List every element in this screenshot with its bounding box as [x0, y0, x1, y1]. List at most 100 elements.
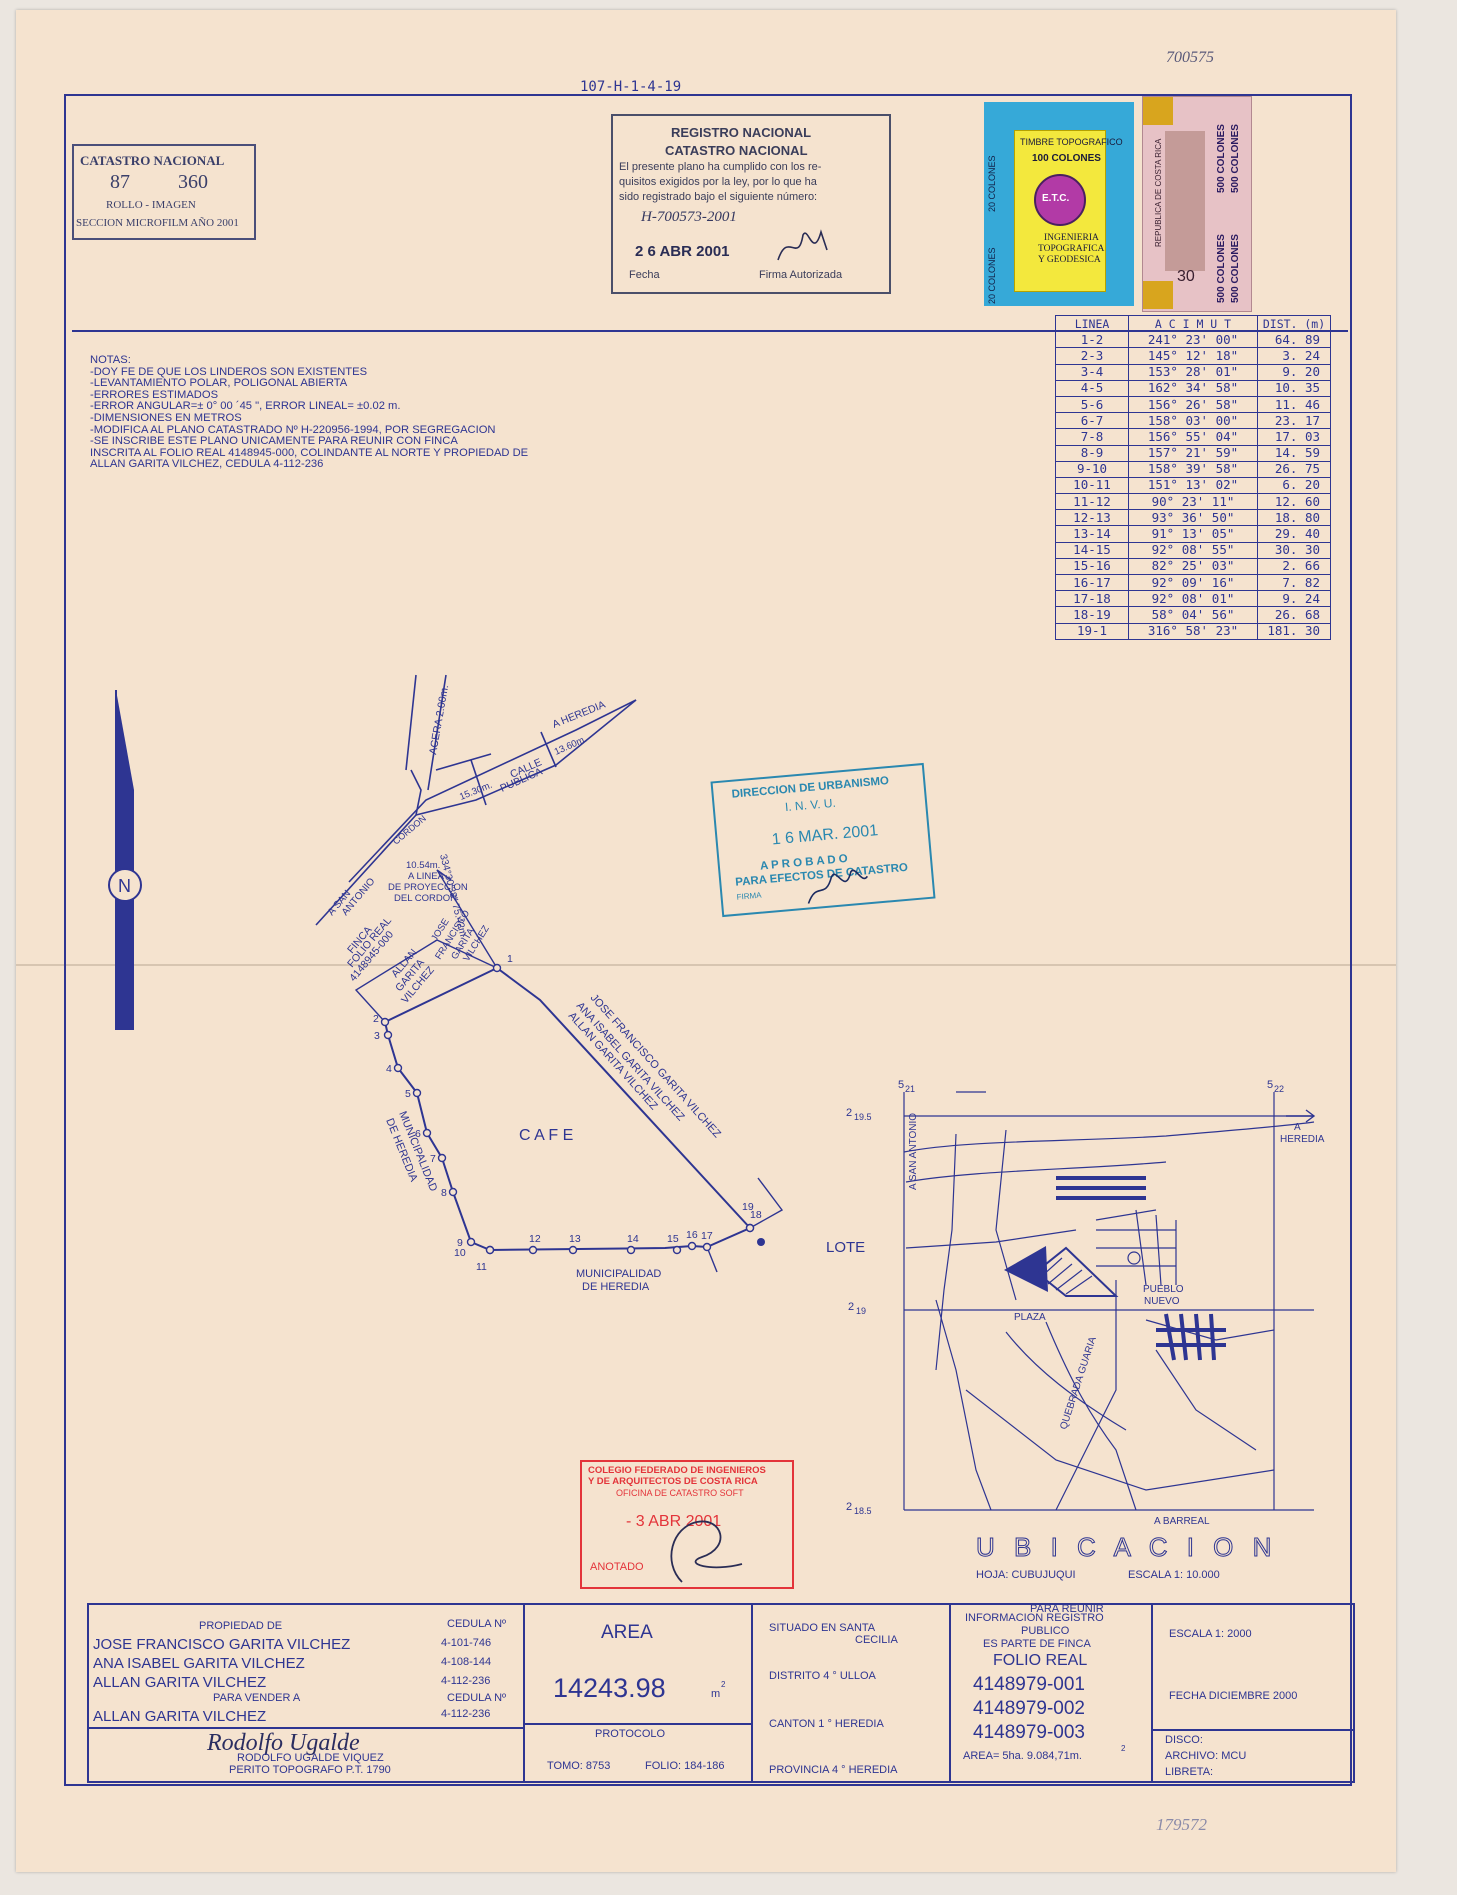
owner-section: PROPIEDAD DE CEDULA Nº JOSE FRANCISCO GA… — [89, 1605, 525, 1781]
buyer-cedula: 4-112-236 — [441, 1708, 491, 1720]
svg-text:A: A — [1294, 1122, 1301, 1133]
ubicacion-title: U B I C A C I O N — [975, 1532, 1278, 1562]
col-linea: LINEA — [1055, 314, 1129, 333]
plan-sheet: 107-H-1-4-19 700575 CATASTRO NACIONAL 87… — [16, 10, 1396, 1872]
svg-text:19.5: 19.5 — [854, 1112, 872, 1122]
survey-point-label: 12 — [529, 1233, 541, 1245]
registry-section: INFORMACION REGISTRO PUBLICO ES PARTE DE… — [951, 1605, 1153, 1781]
survey-point — [702, 1242, 712, 1252]
cell-dist: 7. 82 — [1257, 573, 1331, 592]
north-icon: N — [118, 876, 131, 896]
survey-point — [437, 1153, 447, 1163]
svg-text:18.5: 18.5 — [854, 1506, 872, 1516]
survey-point — [485, 1245, 495, 1255]
survey-point-label: 18 — [750, 1209, 762, 1221]
lote-arrow-icon — [1004, 1246, 1048, 1292]
surveyor-signature: Rodolfo Ugalde — [207, 1730, 360, 1756]
svg-text:2: 2 — [846, 1501, 852, 1513]
cell-acimut: 145° 12' 18" — [1128, 347, 1258, 365]
svg-text:A SAN ANTONIO: A SAN ANTONIO — [908, 1113, 919, 1190]
survey-point-label: 11 — [476, 1261, 487, 1273]
cfia-stamp: COLEGIO FEDERADO DE INGENIEROS Y DE ARQU… — [580, 1460, 794, 1589]
cell-acimut: 158° 03' 00" — [1128, 412, 1258, 430]
timbre-500-colones: REPUBLICA DE COSTA RICA 500 COLONES 500 … — [1142, 96, 1252, 312]
timbre-stamps: TIMBRE TOPOGRAFICO 100 COLONES E.T.C. IN… — [984, 94, 1142, 310]
survey-point-label: 16 — [686, 1229, 698, 1241]
survey-point-label: 6 — [415, 1128, 421, 1140]
finca-1: 4148979-001 — [973, 1674, 1085, 1695]
survey-point-label: 4 — [386, 1063, 392, 1075]
svg-text:A BARREAL: A BARREAL — [1154, 1516, 1210, 1527]
cell-acimut: 151° 13' 02" — [1128, 476, 1258, 495]
survey-point-label: 13 — [569, 1233, 581, 1245]
lote-label: LOTE — [826, 1239, 865, 1256]
svg-text:MUNICIPALIDAD: MUNICIPALIDAD — [576, 1268, 661, 1280]
cell-acimut: 157° 21' 59" — [1128, 444, 1258, 462]
north-arrow: N — [108, 690, 142, 1030]
invu-signature — [807, 869, 869, 904]
svg-text:PUEBLO: PUEBLO — [1143, 1284, 1184, 1295]
area-value: 14243.98 — [553, 1673, 666, 1703]
imagen-number: 360 — [178, 171, 208, 193]
owner-3-cedula: 4-112-236 — [441, 1675, 491, 1687]
svg-text:HEREDIA: HEREDIA — [1280, 1134, 1325, 1145]
survey-point-label: 5 — [405, 1088, 411, 1100]
svg-text:PLAZA: PLAZA — [1014, 1312, 1046, 1323]
svg-text:19: 19 — [856, 1306, 866, 1316]
finca-2: 4148979-002 — [973, 1698, 1085, 1719]
cell-dist: 9. 24 — [1257, 590, 1331, 608]
plan-reference: 107-H-1-4-19 — [580, 79, 682, 95]
survey-point — [412, 1088, 422, 1098]
fold-line — [16, 964, 1396, 966]
invu-approval-stamp: DIRECCION DE URBANISMO I. N. V. U. 1 6 M… — [710, 762, 936, 918]
svg-text:5: 5 — [1267, 1079, 1273, 1091]
svg-text:DEL CORDON: DEL CORDON — [394, 893, 457, 904]
owner-2-cedula: 4-108-144 — [441, 1656, 492, 1668]
survey-point-label: 10 — [454, 1247, 466, 1259]
owner-3-name: ALLAN GARITA VILCHEZ — [93, 1674, 267, 1691]
cell-acimut: 82° 25' 03" — [1128, 557, 1258, 576]
survey-point — [466, 1237, 476, 1247]
svg-text:NUEVO: NUEVO — [1144, 1296, 1180, 1307]
plan-border — [64, 94, 1352, 1786]
cell-dist: 29. 40 — [1257, 525, 1331, 543]
location-section: SITUADO EN SANTA CECILIA DISTRITO 4 ° UL… — [753, 1605, 951, 1781]
survey-point-label: 7 — [430, 1153, 436, 1165]
survey-point-label: 15 — [667, 1233, 679, 1245]
invu-date: 1 6 MAR. 2001 — [771, 822, 879, 849]
registration-date: 2 6 ABR 2001 — [635, 243, 730, 260]
svg-text:JOSE FRANCISCO GARITA VILCHEZ: JOSE FRANCISCO GARITA VILCHEZ — [588, 992, 723, 1140]
survey-point — [626, 1245, 636, 1255]
survey-point — [422, 1128, 432, 1138]
etc-logo-icon — [1034, 174, 1086, 226]
handwritten-reference: 700575 — [1166, 49, 1214, 66]
roads — [315, 674, 637, 926]
registro-nacional-stamp: REGISTRO NACIONAL CATASTRO NACIONAL El p… — [611, 114, 891, 294]
notes-block: NOTAS: -DOY FE DE QUE LOS LINDEROS SON E… — [90, 354, 529, 471]
survey-point — [745, 1223, 755, 1233]
survey-point-label: 2 — [373, 1013, 379, 1025]
svg-text:DE PROYECCION: DE PROYECCION — [388, 882, 468, 893]
svg-text:DE HEREDIA: DE HEREDIA — [582, 1281, 650, 1293]
survey-point-label: 19 — [742, 1201, 754, 1213]
cell-acimut: 162° 34' 58" — [1128, 379, 1258, 397]
finca-3: 4148979-003 — [973, 1722, 1085, 1743]
svg-text:2: 2 — [846, 1107, 852, 1119]
cell-linea: 17-18 — [1055, 590, 1129, 608]
cell-dist: 3. 24 — [1257, 347, 1331, 365]
svg-text:13.60m.: 13.60m. — [553, 734, 589, 758]
col-dist: DIST. (m) — [1257, 314, 1331, 333]
scale-section: ESCALA 1: 2000 FECHA DICIEMBRE 2000 DISC… — [1153, 1605, 1353, 1781]
cell-dist: 14. 59 — [1257, 444, 1331, 462]
buyer-name: ALLAN GARITA VILCHEZ — [93, 1708, 267, 1725]
owner-2-name: ANA ISABEL GARITA VILCHEZ — [93, 1655, 305, 1672]
survey-point — [528, 1245, 538, 1255]
svg-text:A HEREDIA: A HEREDIA — [551, 699, 607, 731]
